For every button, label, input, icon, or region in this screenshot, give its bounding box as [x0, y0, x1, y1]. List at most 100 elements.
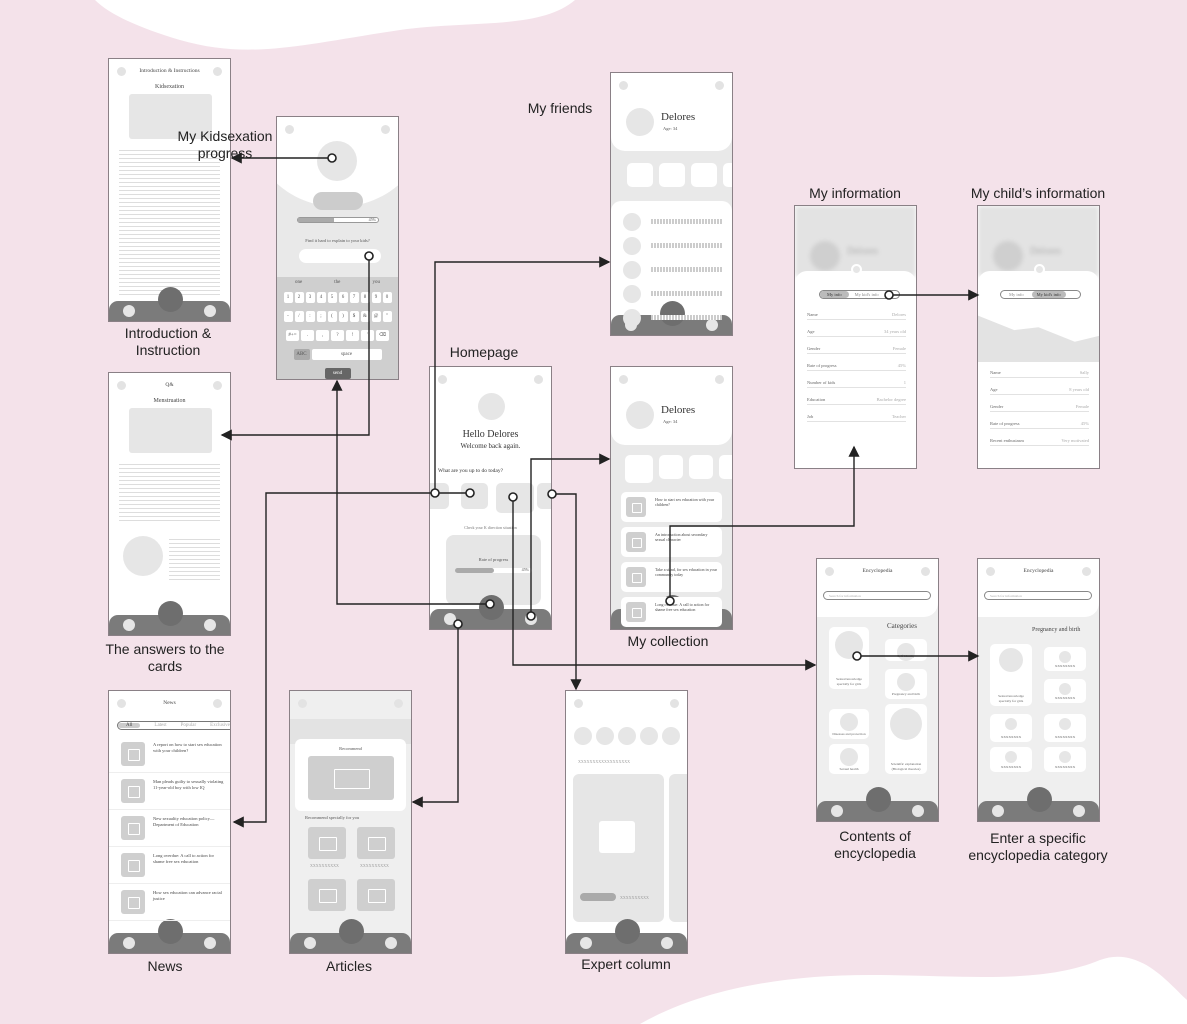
- avatar[interactable]: [478, 393, 505, 420]
- key[interactable]: 7: [349, 292, 359, 303]
- avatar[interactable]: [317, 141, 357, 181]
- menu-card[interactable]: [430, 483, 449, 509]
- category-card[interactable]: Sexual knowledge specially for girls: [829, 627, 869, 689]
- video-placeholder[interactable]: [129, 94, 212, 139]
- key[interactable]: 5: [327, 292, 337, 303]
- subcategory-card[interactable]: XXXXXXXX: [1044, 747, 1086, 772]
- subcategory-card[interactable]: Sexual knowledge specially for girls: [990, 644, 1032, 706]
- key[interactable]: 0: [382, 292, 392, 303]
- bottom-nav[interactable]: [109, 287, 230, 321]
- label-progress: My Kidsexation progress: [177, 128, 273, 161]
- key[interactable]: 9: [371, 292, 381, 303]
- menu-card[interactable]: [537, 483, 551, 509]
- screen-homepage: Hello Delores Welcome back again. What a…: [429, 366, 552, 630]
- label-homepage: Homepage: [449, 344, 519, 360]
- article-card[interactable]: [308, 879, 346, 911]
- news-item[interactable]: Man pleads guilty to sexually violating …: [109, 773, 230, 810]
- key[interactable]: !: [346, 330, 359, 341]
- key[interactable]: 2: [294, 292, 304, 303]
- friend-avatar[interactable]: [623, 261, 641, 279]
- friend-avatar[interactable]: [623, 285, 641, 303]
- key[interactable]: ): [338, 311, 348, 322]
- key[interactable]: $: [349, 311, 359, 322]
- category-card[interactable]: Self identity: [885, 639, 927, 661]
- toggle-button[interactable]: [313, 192, 363, 210]
- label-category: Enter a specific encyclopedia category: [968, 830, 1108, 863]
- menu-card[interactable]: [461, 483, 488, 509]
- key[interactable]: 4: [316, 292, 326, 303]
- friend-name: [651, 219, 722, 224]
- answer-input[interactable]: [299, 249, 381, 263]
- label-friends: My friends: [527, 100, 593, 116]
- key[interactable]: (: [327, 311, 337, 322]
- article-card[interactable]: [357, 827, 395, 859]
- news-item[interactable]: Long overdue: A call to action for shame…: [109, 847, 230, 884]
- key[interactable]: &: [360, 311, 370, 322]
- menu-card[interactable]: [496, 483, 534, 513]
- key[interactable]: ?: [331, 330, 344, 341]
- subcategory-card[interactable]: XXXXXXXX: [1044, 714, 1086, 742]
- key[interactable]: :: [305, 311, 315, 322]
- collection-item[interactable]: Take a stand, for sex education in your …: [621, 562, 722, 592]
- screen-title: Encyclopedia: [1023, 568, 1054, 574]
- subcategory-card[interactable]: XXXXXXXX: [1044, 679, 1086, 703]
- friend-avatar[interactable]: [623, 309, 641, 327]
- category-card[interactable]: Scientific explanation (Biological theor…: [885, 704, 927, 774]
- key[interactable]: ;: [316, 311, 326, 322]
- key[interactable]: 6: [338, 292, 348, 303]
- article-card[interactable]: [357, 879, 395, 911]
- progress-graph: [978, 315, 1099, 362]
- key[interactable]: @: [371, 311, 381, 322]
- key[interactable]: ⌫: [376, 330, 389, 341]
- search-input[interactable]: Search for information: [823, 591, 931, 600]
- welcome: Welcome back again.: [460, 442, 521, 450]
- category-card[interactable]: Pregnancy and birth: [885, 669, 927, 699]
- key[interactable]: 3: [305, 292, 315, 303]
- featured-article[interactable]: [308, 756, 394, 800]
- key[interactable]: .: [301, 330, 314, 341]
- key[interactable]: ': [361, 330, 374, 341]
- key[interactable]: ,: [316, 330, 329, 341]
- key[interactable]: -: [283, 311, 293, 322]
- user-age: Age: 34: [663, 126, 678, 131]
- key[interactable]: /: [294, 311, 304, 322]
- collection-item[interactable]: How to start sex education with your chi…: [621, 492, 722, 522]
- article-card[interactable]: [308, 827, 346, 859]
- news-item[interactable]: A report on how to start sex education w…: [109, 736, 230, 773]
- news-item[interactable]: New sexuality education policy— Departme…: [109, 810, 230, 847]
- video-placeholder[interactable]: [129, 408, 212, 453]
- search-input[interactable]: Search for information: [984, 591, 1092, 600]
- category-card[interactable]: Sexual health: [829, 744, 869, 774]
- collection-item[interactable]: An introduction about secondary sexual c…: [621, 527, 722, 557]
- key[interactable]: ": [382, 311, 392, 322]
- category-card[interactable]: Diseases and protection: [829, 709, 869, 739]
- subcategory-card[interactable]: XXXXXXXX: [1044, 647, 1086, 671]
- subcategory-card[interactable]: XXXXXXXX: [990, 747, 1032, 772]
- collection-item[interactable]: Long overdue: A call to action for shame…: [621, 597, 722, 627]
- key[interactable]: #+=: [286, 330, 299, 341]
- subcategory-card[interactable]: XXXXXXXX: [990, 714, 1032, 742]
- news-item[interactable]: How sex education can advance racial jus…: [109, 884, 230, 921]
- friend-avatar[interactable]: [623, 237, 641, 255]
- key[interactable]: 8: [360, 292, 370, 303]
- key[interactable]: 1: [283, 292, 293, 303]
- friend-avatar[interactable]: [623, 213, 641, 231]
